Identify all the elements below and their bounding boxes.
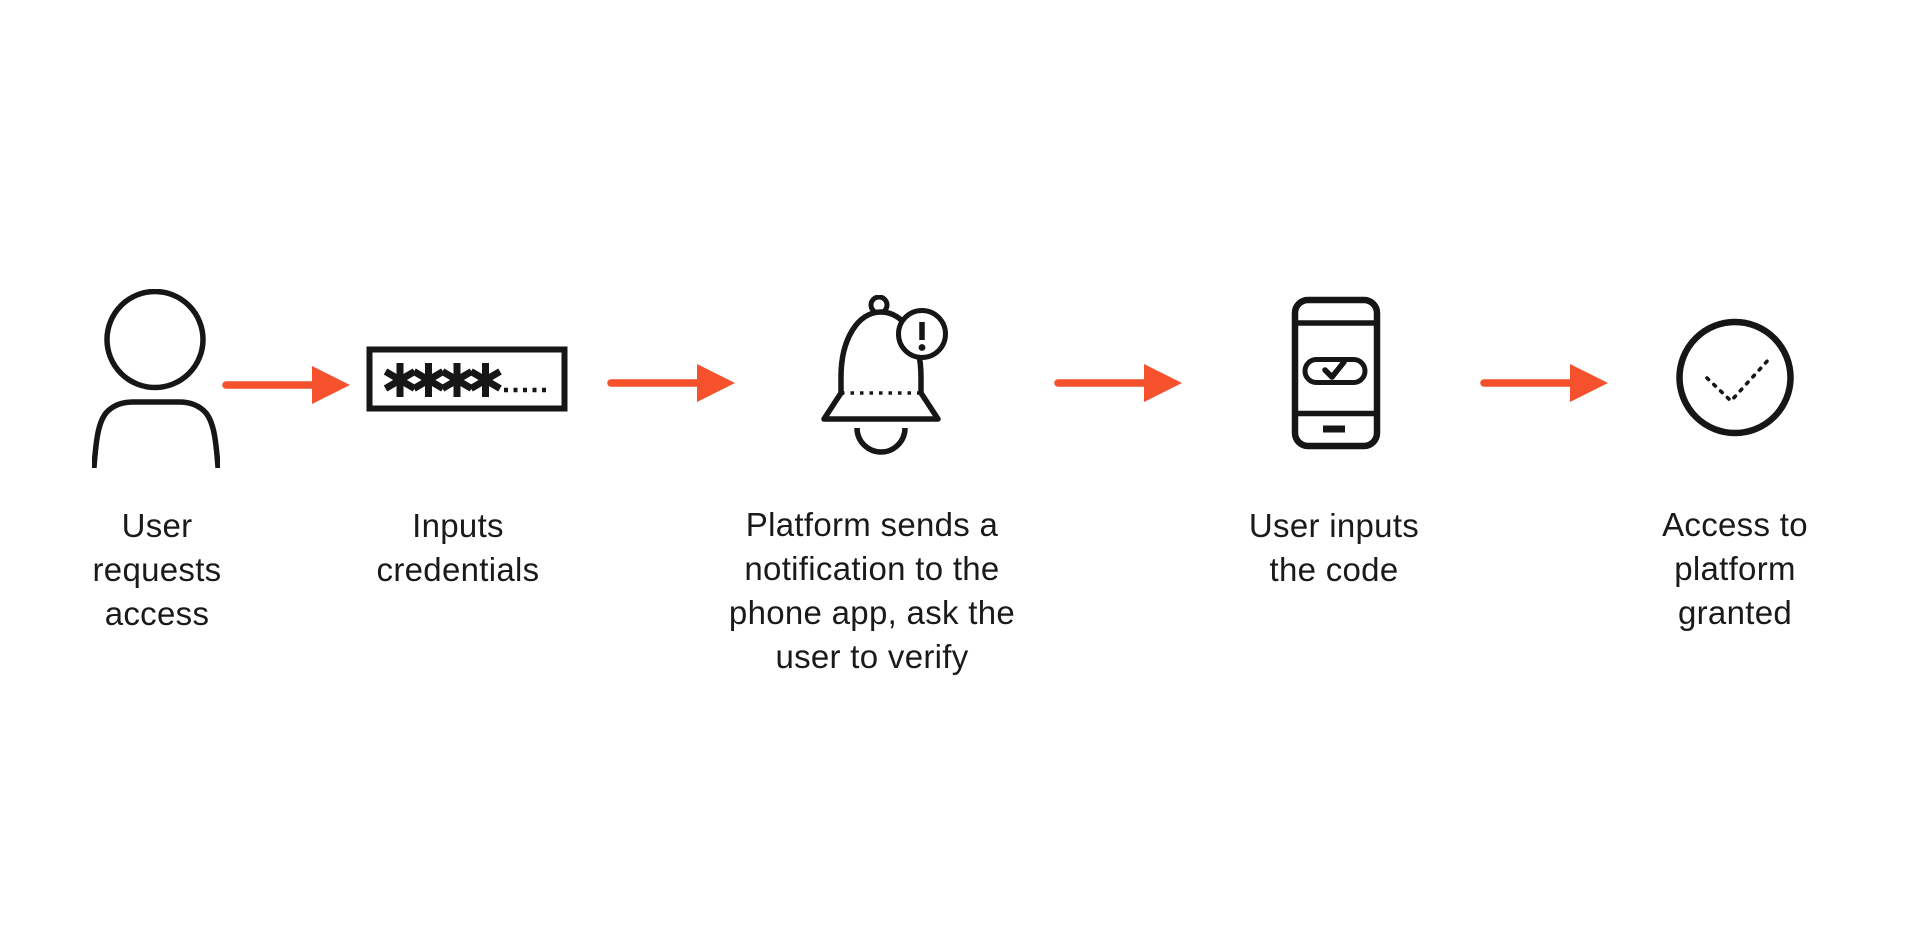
step-label-platform-notification: Platform sends a notification to the pho… (652, 503, 1092, 679)
label-line: User inputs (1248, 507, 1420, 544)
password-asterisks (383, 363, 502, 397)
arrow-head (312, 366, 350, 404)
label-line: requests (92, 551, 222, 588)
step-label-user-inputs-code: User inputs the code (1174, 504, 1494, 592)
notification-bell-icon (821, 295, 948, 455)
label-line: granted (1677, 594, 1793, 631)
password-field-icon (366, 346, 568, 412)
arrow-right-icon (607, 364, 735, 402)
phone-check-icon (1291, 296, 1381, 450)
arrow-head (1570, 364, 1608, 402)
label-line: notification to the (744, 550, 1000, 587)
step-label-inputs-credentials: Inputs credentials (308, 504, 608, 592)
bell-clapper (854, 427, 908, 455)
dotted-checkmark (1705, 356, 1772, 403)
label-line: user to verify (775, 638, 969, 675)
step-label-access-granted: Access to platform granted (1585, 503, 1885, 635)
label-line: Inputs (412, 507, 504, 544)
label-line: platform (1674, 550, 1796, 587)
arrow-head (1144, 364, 1182, 402)
verify-pill (1302, 357, 1368, 385)
step-label-user-requests-access: User requests access (27, 504, 287, 636)
label-line: phone app, ask the (728, 594, 1016, 631)
label-line: Access to (1662, 506, 1808, 543)
arrow-right-icon (1480, 364, 1608, 402)
exclamation-dot (918, 344, 926, 351)
label-line: the code (1269, 551, 1399, 588)
check-circle-icon (1676, 318, 1794, 437)
arrow-right-icon (222, 366, 350, 404)
label-line: User (121, 507, 193, 544)
label-line: access (104, 595, 210, 632)
label-line: credentials (376, 551, 540, 588)
pill-checkmark (1322, 359, 1347, 380)
person-icon (92, 289, 220, 468)
arrow-right-icon (1054, 364, 1182, 402)
label-line: Platform sends a (745, 506, 999, 543)
arrow-head (697, 364, 735, 402)
